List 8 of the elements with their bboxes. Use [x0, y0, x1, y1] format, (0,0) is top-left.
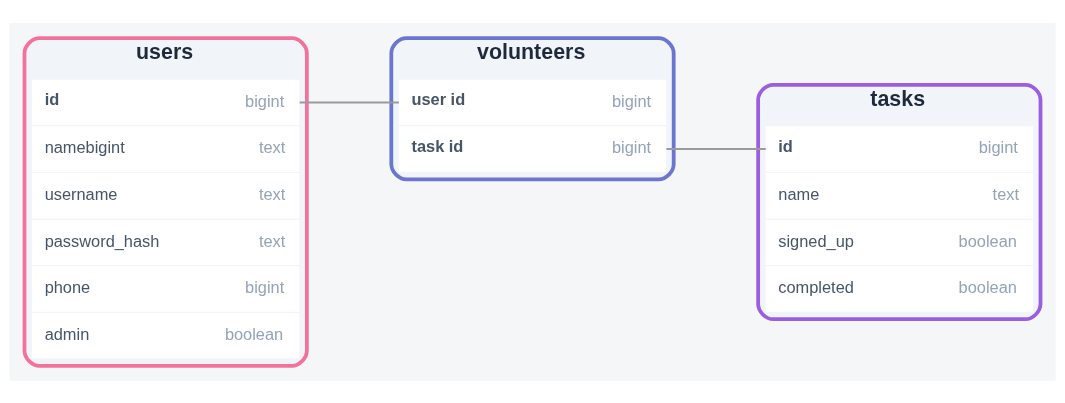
node-box: id bigint [765, 125, 1033, 172]
connector [299, 100, 399, 103]
node-box: id bigint [32, 79, 300, 125]
node-box: admin boolean [32, 312, 300, 358]
node-box: completed boolean [765, 265, 1033, 312]
node-box: user id bigint [398, 79, 667, 125]
node-box: task id bigint [398, 125, 667, 172]
connector [666, 147, 766, 150]
